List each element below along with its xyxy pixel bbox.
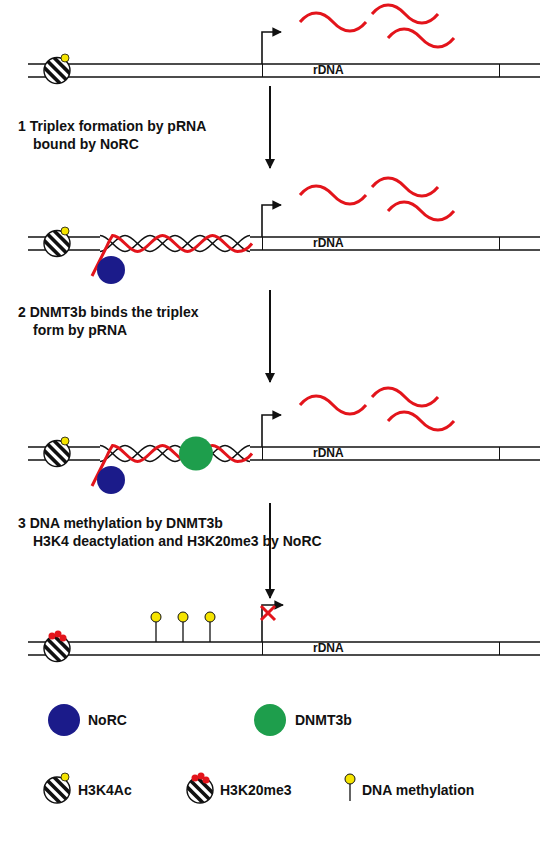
region-label: rDNA bbox=[313, 642, 499, 655]
rrna-transcripts bbox=[300, 396, 366, 414]
legend-sample-methylation bbox=[345, 774, 355, 784]
legend-label: NoRC bbox=[88, 711, 127, 729]
rdna-region-box: rDNA bbox=[262, 64, 500, 77]
step-label: 3 DNA methylation by DNMT3b H3K4 deactyl… bbox=[18, 514, 322, 550]
stage-0 bbox=[28, 5, 540, 87]
acetyl-mark bbox=[61, 227, 69, 235]
legend-swatch bbox=[254, 704, 286, 736]
methyl-mark bbox=[60, 635, 67, 642]
rrna-transcripts bbox=[372, 5, 438, 23]
dnmt3b-enzyme bbox=[179, 437, 213, 471]
legend-sample-h3k4ac bbox=[61, 773, 69, 781]
legend-swatch bbox=[48, 704, 80, 736]
rdna-region-box: rDNA bbox=[262, 642, 500, 655]
rrna-transcripts bbox=[300, 178, 454, 220]
transcription-start-arrow bbox=[262, 415, 281, 447]
rdna-region-box: rDNA bbox=[262, 447, 500, 460]
rrna-transcripts bbox=[372, 388, 438, 406]
dna-methylation-pin bbox=[182, 622, 183, 642]
rrna-transcripts bbox=[388, 202, 454, 220]
nucleosome bbox=[41, 437, 74, 470]
nucleosome bbox=[41, 54, 74, 87]
legend-sample-h3k4ac bbox=[41, 773, 74, 806]
legend-sample-methylation bbox=[349, 784, 350, 801]
rdna-region-box: rDNA bbox=[262, 237, 500, 250]
rrna-transcripts bbox=[300, 388, 454, 430]
legend-label: H3K20me3 bbox=[220, 781, 292, 799]
legend-sample-h3k20me3 bbox=[192, 775, 199, 782]
dna-strand bbox=[28, 642, 540, 655]
step-arrow bbox=[269, 86, 271, 168]
acetyl-mark bbox=[61, 54, 69, 62]
stage-3 bbox=[28, 605, 540, 665]
rrna-transcripts bbox=[300, 186, 366, 204]
dna-strand bbox=[28, 654, 540, 655]
dna-methylation-pin bbox=[155, 622, 156, 642]
legend-label: DNMT3b bbox=[295, 711, 352, 729]
transcription-start-arrow bbox=[262, 205, 281, 237]
norc-complex bbox=[97, 466, 125, 494]
silenced-cross bbox=[261, 606, 275, 620]
step-arrow bbox=[269, 290, 271, 382]
dna-methylation-pin bbox=[151, 612, 215, 642]
region-label: rDNA bbox=[313, 237, 499, 250]
step-arrow bbox=[269, 503, 271, 598]
silenced-cross bbox=[261, 606, 275, 620]
rrna-transcripts bbox=[300, 13, 366, 31]
dna-strand bbox=[250, 459, 540, 460]
rrna-transcripts bbox=[388, 412, 454, 430]
methyl-mark bbox=[49, 631, 67, 642]
stage-1 bbox=[28, 178, 540, 284]
dna-strand bbox=[28, 64, 540, 77]
dna-methylation-pin bbox=[151, 612, 161, 622]
step-label: 2 DNMT3b binds the triplex form by pRNA bbox=[18, 303, 198, 339]
rrna-transcripts bbox=[372, 178, 438, 196]
nucleosome bbox=[41, 227, 74, 260]
step-label: 1 Triplex formation by pRNA bound by NoR… bbox=[18, 117, 206, 153]
dna-strand bbox=[28, 76, 540, 77]
transcription-start-arrow bbox=[262, 605, 283, 642]
norc-complex bbox=[97, 256, 125, 284]
legend-label: DNA methylation bbox=[362, 781, 474, 799]
methyl-mark bbox=[49, 633, 56, 640]
rrna-transcripts bbox=[388, 29, 454, 47]
silenced-cross bbox=[261, 606, 275, 620]
region-label: rDNA bbox=[313, 64, 499, 77]
stage-2 bbox=[28, 388, 540, 494]
region-label: rDNA bbox=[313, 447, 499, 460]
transcription-start-arrow bbox=[262, 32, 281, 64]
dna-methylation-pin bbox=[178, 612, 188, 622]
legend-sample-h3k20me3 bbox=[203, 777, 210, 784]
dna-methylation-pin bbox=[209, 622, 210, 642]
legend-sample-h3k4ac bbox=[41, 774, 74, 807]
dna-strand bbox=[250, 249, 540, 250]
legend-sample-methylation bbox=[345, 774, 355, 801]
legend-label: H3K4Ac bbox=[78, 781, 132, 799]
rrna-transcripts bbox=[300, 5, 454, 47]
acetyl-mark bbox=[61, 437, 69, 445]
dna-methylation-pin bbox=[205, 612, 215, 622]
legend-sample-h3k20me3 bbox=[184, 773, 217, 807]
